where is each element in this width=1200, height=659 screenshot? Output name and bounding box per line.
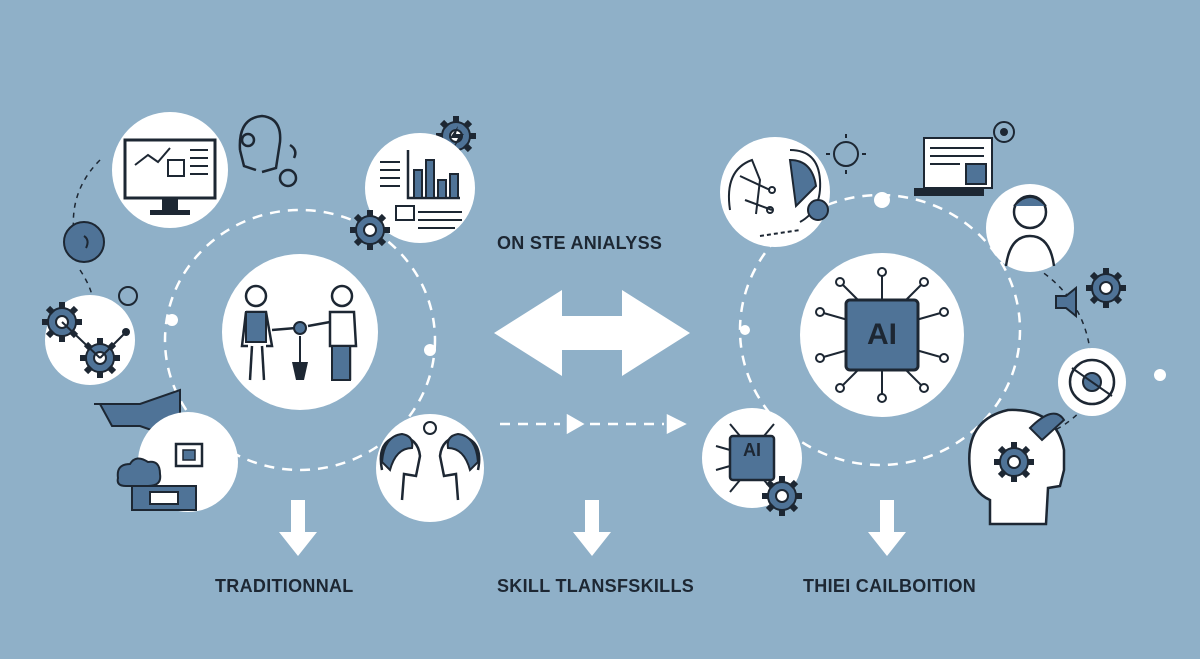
- ai-chip-large-label: AI: [867, 318, 897, 351]
- gear-icon: [350, 210, 390, 250]
- faces-dialogue-icon: [376, 414, 484, 522]
- right-gear-icon: [1086, 268, 1126, 308]
- down-arrows: [279, 500, 906, 556]
- right-dashed-loop: [738, 193, 1022, 467]
- cloud-icon: [116, 457, 197, 511]
- sun-icon: [826, 134, 866, 174]
- head-gear-icon: [968, 408, 1066, 526]
- dashed-flow-arrow: [500, 413, 687, 435]
- document-chip-icon: [914, 121, 1015, 196]
- monitor-chart-icon: [112, 112, 228, 228]
- label-analysis: ON STE ANIALYSS: [497, 233, 663, 253]
- lightning-gear-icon: [436, 116, 476, 156]
- speaker-icon: [1055, 285, 1077, 319]
- double-arrow: [494, 290, 690, 376]
- target-icon: [1058, 348, 1126, 416]
- ai-chip-small-icon: [702, 408, 802, 516]
- head-profile-icon: [720, 137, 830, 247]
- white-dots: [166, 192, 1166, 381]
- people-handshake-icon: [222, 254, 378, 410]
- label-traditional: TRADITIONNAL: [215, 576, 354, 596]
- left-dashed-loop: [163, 208, 437, 472]
- left-small-nodes: [63, 221, 138, 306]
- network-gear-icon: [42, 295, 135, 385]
- ai-chip-small-label: AI: [743, 440, 761, 460]
- person-avatar-icon: [986, 184, 1074, 272]
- person-profile-icon: [238, 114, 298, 188]
- label-skill-transfer: SKILL TLANSFSKILLS: [497, 576, 695, 596]
- label-collaboration: THIEI CAILBOITION: [803, 576, 977, 596]
- bar-chart-icon: [365, 133, 475, 243]
- ai-chip-large-icon: [800, 253, 964, 417]
